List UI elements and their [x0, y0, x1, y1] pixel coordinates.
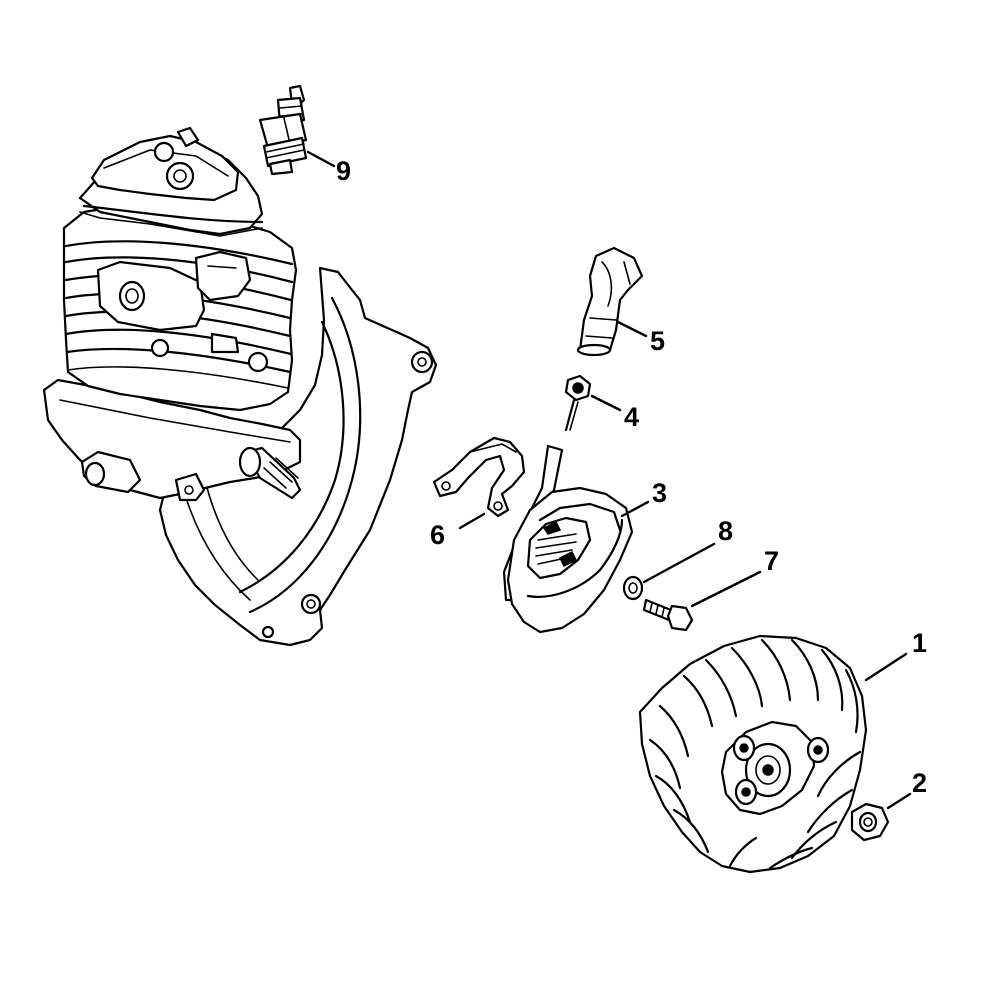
callout-number-9: 9	[336, 156, 351, 186]
short-circuit-wire-bracket	[432, 436, 526, 518]
callout-leader-7	[690, 570, 762, 608]
spark-plug-boot	[576, 246, 644, 357]
callout-leader-8	[642, 542, 716, 584]
callout-leader-6	[458, 512, 486, 530]
spark-plug	[258, 84, 308, 176]
flywheel	[638, 634, 868, 874]
callout-number-2: 2	[912, 768, 927, 798]
callout-number-1: 1	[912, 628, 927, 658]
screw	[642, 598, 694, 632]
engine-cylinder-assembly	[42, 126, 438, 647]
callout-number-6: 6	[430, 520, 445, 550]
callout-leader-9	[306, 150, 336, 168]
callout-leader-3	[620, 500, 650, 518]
nut	[850, 802, 890, 842]
callout-number-5: 5	[650, 326, 665, 356]
callout-number-8: 8	[718, 516, 733, 546]
callout-number-4: 4	[624, 402, 639, 432]
callout-number-3: 3	[652, 478, 667, 508]
callout-leader-2	[886, 792, 912, 810]
callout-labels: 9 5 4 3 6 8 7 1 2	[306, 150, 927, 810]
callout-leader-5	[616, 320, 648, 338]
ignition-module	[502, 444, 634, 634]
spark-plug-terminal	[564, 374, 592, 432]
callout-leader-4	[590, 394, 622, 412]
callout-number-7: 7	[764, 546, 779, 576]
washer	[622, 575, 644, 601]
callout-leader-1	[864, 652, 908, 682]
